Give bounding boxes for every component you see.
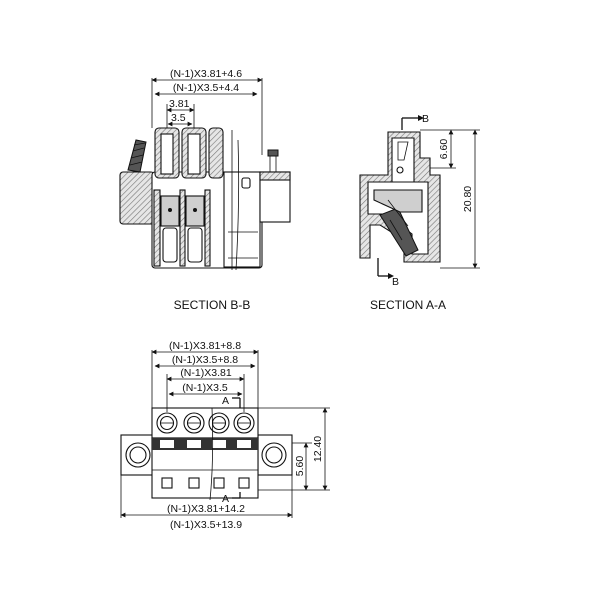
dim-aa-height-total: 20.80 — [462, 186, 474, 212]
section-bb-connector-body — [119, 127, 291, 271]
section-bb-title: SECTION B-B — [174, 298, 251, 312]
section-bb-dimensions: (N-1)X3.81+4.6 (N-1)X3.5+4.4 3.81 3.5 — [151, 68, 263, 155]
dim-front-381: (N-1)X3.81 — [180, 367, 232, 379]
front-view-section-markers: A A — [222, 395, 241, 505]
dim-front-height-small: 5.60 — [294, 456, 306, 477]
front-view: A A (N-1)X3.81+8.8 (N-1)X3.5+8.8 (N-1)X3… — [120, 340, 330, 531]
section-aa-marker-bottom: B — [392, 276, 399, 288]
dim-front-height-total: 12.40 — [312, 436, 324, 462]
front-view-dimensions: (N-1)X3.81+8.8 (N-1)X3.5+8.8 (N-1)X3.81 … — [120, 340, 330, 531]
dim-front-381-88: (N-1)X3.81+8.8 — [169, 340, 241, 352]
dim-bb-pitch-35: 3.5 — [171, 112, 186, 124]
section-bb-view: (N-1)X3.81+4.6 (N-1)X3.5+4.4 3.81 3.5 — [119, 68, 291, 312]
dim-front-35: (N-1)X3.5 — [182, 382, 228, 394]
front-marker-top: A — [222, 395, 229, 407]
dim-front-381-142: (N-1)X3.81+14.2 — [167, 503, 245, 515]
dim-aa-height-small: 6.60 — [438, 139, 450, 160]
dim-bb-overall-35: (N-1)X3.5+4.4 — [173, 82, 239, 94]
dim-front-35-139: (N-1)X3.5+13.9 — [170, 519, 242, 531]
section-aa-title: SECTION A-A — [370, 298, 446, 312]
dim-front-35-88: (N-1)X3.5+8.8 — [172, 354, 238, 366]
dim-bb-overall-381: (N-1)X3.81+4.6 — [170, 68, 242, 80]
section-aa-body — [359, 131, 441, 263]
section-aa-dimensions: 6.60 20.80 — [420, 129, 480, 269]
section-aa-view: B B 6.60 20.80 SECTION A-A — [359, 113, 480, 312]
front-view-body — [120, 407, 293, 501]
section-aa-marker-top: B — [422, 113, 429, 125]
dim-bb-pitch-381: 3.81 — [169, 98, 190, 110]
section-aa-markers: B B — [377, 113, 429, 288]
front-marker-bottom: A — [222, 493, 229, 505]
